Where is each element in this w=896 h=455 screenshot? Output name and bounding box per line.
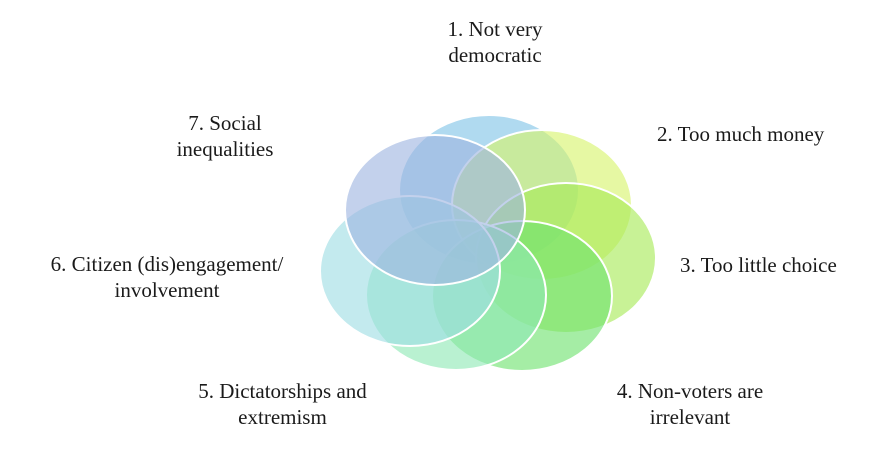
- label-too-much-money: 2. Too much money: [657, 122, 825, 146]
- label-dictatorships-extremism: 5. Dictatorships and extremism: [198, 379, 367, 429]
- label-not-very-democratic: 1. Not very democratic: [447, 17, 543, 67]
- label-citizen-engagement: 6. Citizen (dis)engagement/ involvement: [50, 252, 284, 302]
- label-non-voters-irrelevant: 4. Non-voters are irrelevant: [616, 379, 764, 429]
- label-social-inequalities: 7. Social inequalities: [176, 111, 274, 161]
- circle-social-inequalities: [344, 134, 526, 286]
- label-too-little-choice: 3. Too little choice: [680, 253, 837, 277]
- circle-group: [319, 114, 657, 372]
